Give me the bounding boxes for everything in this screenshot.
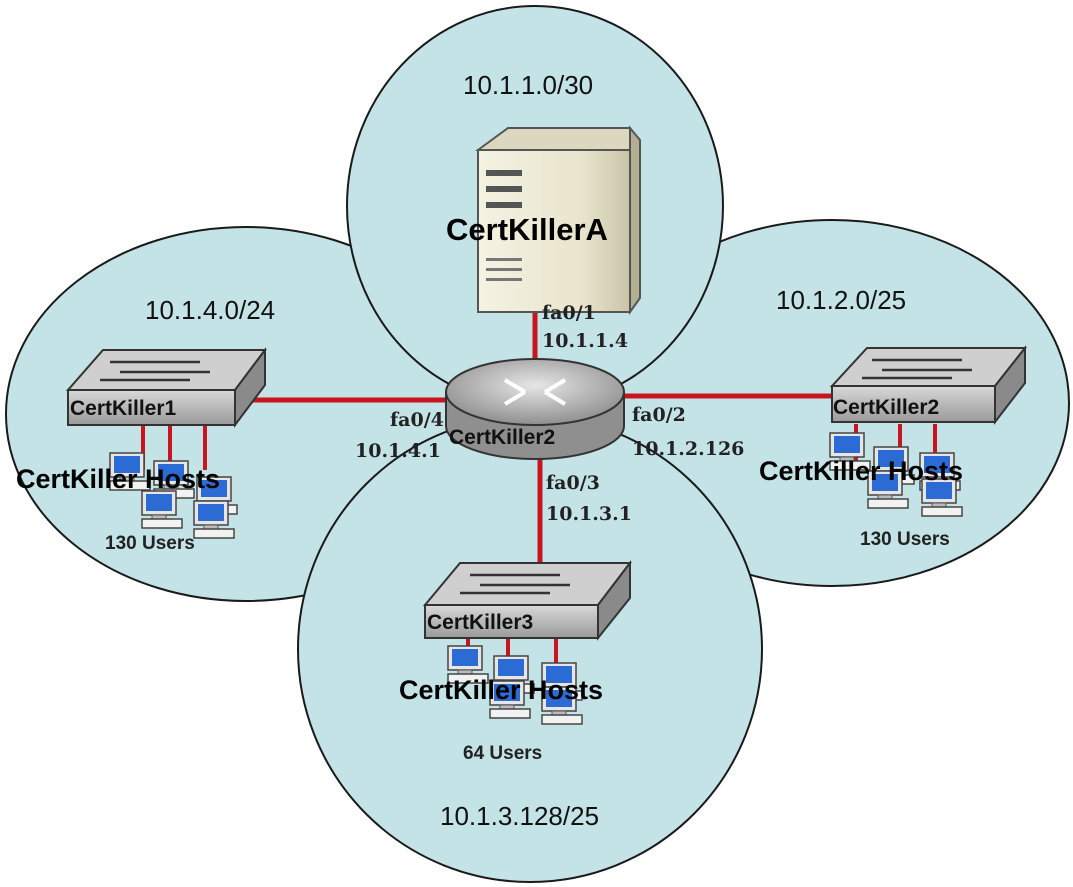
switch-name-right: CertKiller2 (833, 396, 940, 419)
users-label-left: 130 Users (105, 533, 195, 554)
subnet-label-bottom: 10.1.3.128/25 (440, 801, 600, 831)
router-ip-left: 10.1.4.1 (355, 440, 441, 462)
router-ip-right: 10.1.2.126 (632, 438, 745, 460)
router-interface-right: fa0/2 (632, 404, 686, 426)
router-interface-bottom: fa0/3 (546, 472, 600, 494)
router-name: CertKiller2 (449, 426, 556, 449)
switch-name-left: CertKiller1 (70, 397, 177, 420)
switch-name-bottom: CertKiller3 (427, 611, 534, 634)
switch-icon-left (65, 347, 267, 428)
hosts-label-right: CertKiller Hosts (759, 456, 964, 486)
server-interface: fa0/1 (542, 302, 596, 324)
server-tower-icon (474, 125, 641, 316)
router-ip-bottom: 10.1.3.1 (546, 503, 632, 525)
server-ip: 10.1.1.4 (542, 330, 628, 352)
router-interface-left: fa0/4 (390, 409, 444, 431)
subnet-label-top: 10.1.1.0/30 (463, 70, 594, 100)
server-name: CertKillerA (446, 212, 608, 247)
switch-icon-bottom (422, 560, 633, 641)
users-label-bottom: 64 Users (463, 743, 543, 764)
switch-icon-right (829, 345, 1028, 425)
subnet-label-right: 10.1.2.0/25 (776, 285, 907, 315)
users-label-right: 130 Users (860, 529, 950, 550)
subnet-label-left: 10.1.4.0/24 (145, 295, 276, 325)
hosts-label-left: CertKiller Hosts (16, 464, 221, 494)
hosts-label-bottom: CertKiller Hosts (399, 675, 604, 705)
router-icon (445, 358, 625, 460)
